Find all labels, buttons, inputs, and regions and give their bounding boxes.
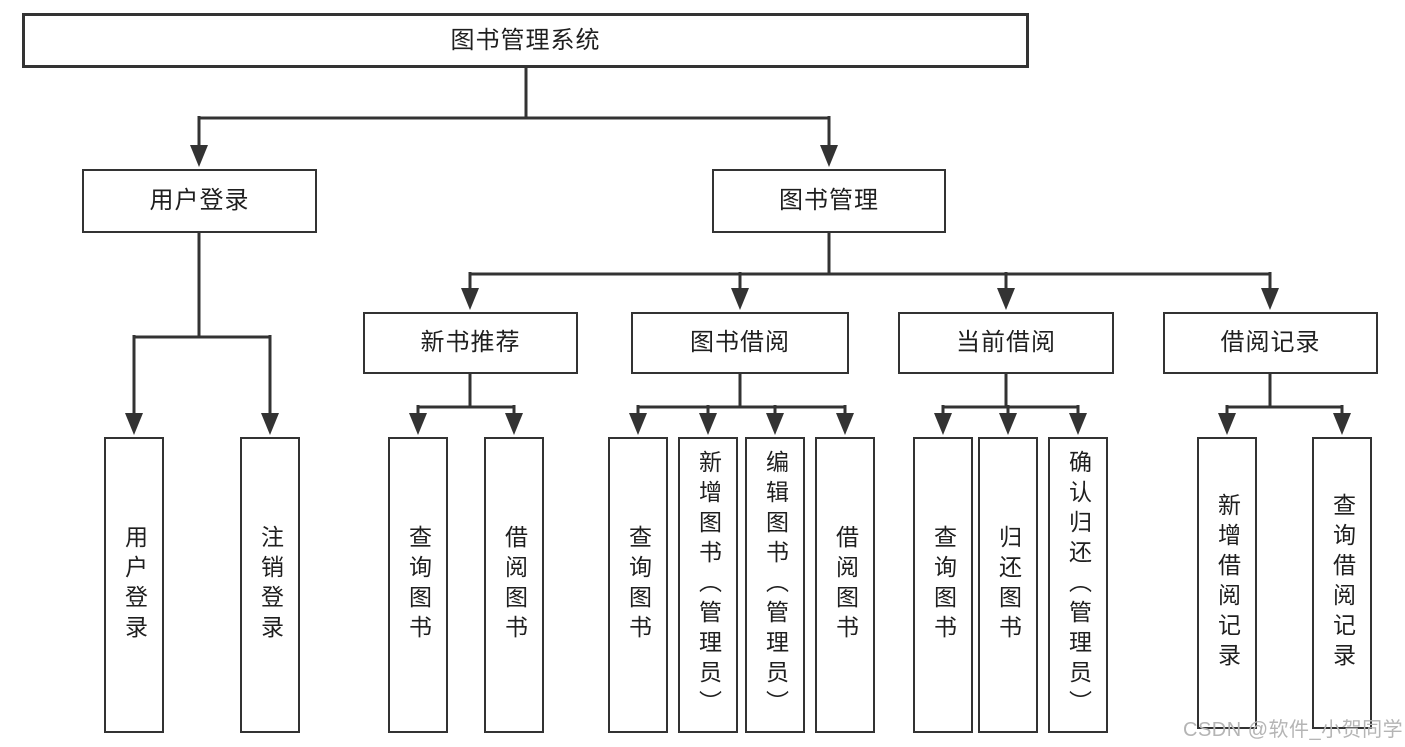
leaf-add-borrow-record-label: 新增借阅记录 (1214, 493, 1241, 673)
leaf-edit-books-admin-label: 编辑图书（管理员） (762, 450, 789, 720)
node-user-login: 用户登录 (82, 169, 317, 233)
leaf-confirm-return-admin: 确认归还（管理员） (1048, 437, 1108, 733)
leaf-add-books-admin-label: 新增图书（管理员） (695, 450, 722, 720)
leaf-add-books-admin: 新增图书（管理员） (678, 437, 738, 733)
leaf-borrow-books-recommend: 借阅图书 (484, 437, 544, 733)
connector-arrowheads (125, 145, 1351, 435)
leaf-return-books: 归还图书 (978, 437, 1038, 733)
leaf-logout: 注销登录 (240, 437, 300, 733)
node-book-management: 图书管理 (712, 169, 946, 233)
leaf-query-books-recommend-label: 查询图书 (405, 525, 432, 645)
leaf-borrow-books-label: 借阅图书 (832, 525, 859, 645)
node-root-system: 图书管理系统 (22, 13, 1029, 68)
connector-edges (132, 68, 1344, 416)
node-new-book-recommend: 新书推荐 (363, 312, 578, 374)
leaf-user-login-label: 用户登录 (121, 525, 148, 645)
leaf-query-books-borrow: 查询图书 (608, 437, 668, 733)
leaf-edit-books-admin: 编辑图书（管理员） (745, 437, 805, 733)
leaf-logout-label: 注销登录 (257, 525, 284, 645)
node-current-borrow: 当前借阅 (898, 312, 1114, 374)
leaf-user-login: 用户登录 (104, 437, 164, 733)
leaf-query-books-current-label: 查询图书 (930, 525, 957, 645)
leaf-query-books-borrow-label: 查询图书 (625, 525, 652, 645)
leaf-query-books-recommend: 查询图书 (388, 437, 448, 733)
node-borrow-records: 借阅记录 (1163, 312, 1378, 374)
leaf-return-books-label: 归还图书 (995, 525, 1022, 645)
leaf-query-borrow-record-label: 查询借阅记录 (1329, 493, 1356, 673)
leaf-add-borrow-record: 新增借阅记录 (1197, 437, 1257, 729)
leaf-confirm-return-admin-label: 确认归还（管理员） (1065, 450, 1092, 720)
leaf-query-borrow-record: 查询借阅记录 (1312, 437, 1372, 729)
csdn-watermark: CSDN @软件_小贺同学 (1183, 719, 1404, 741)
leaf-borrow-books-recommend-label: 借阅图书 (501, 525, 528, 645)
leaf-query-books-current: 查询图书 (913, 437, 973, 733)
node-book-borrow: 图书借阅 (631, 312, 849, 374)
leaf-borrow-books: 借阅图书 (815, 437, 875, 733)
